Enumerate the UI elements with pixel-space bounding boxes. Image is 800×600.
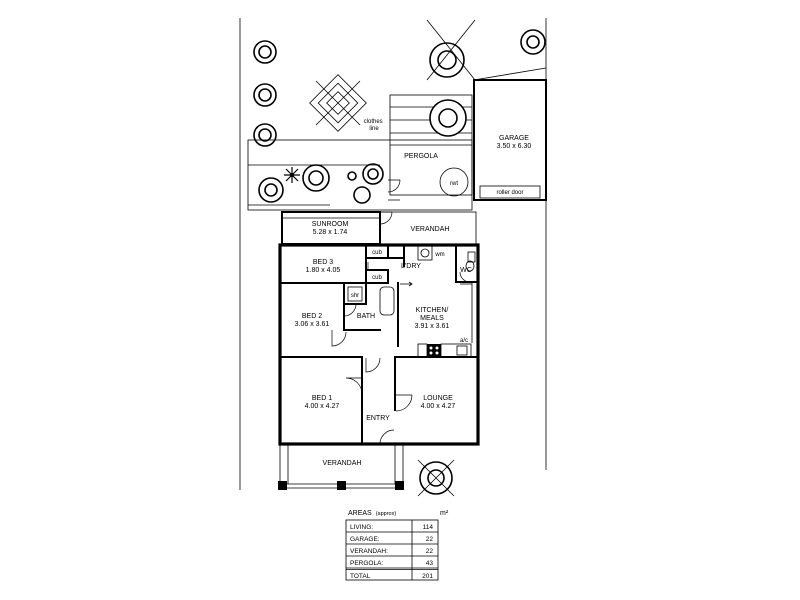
property-boundary — [239, 18, 547, 490]
garage-size: 3.50 x 6.30 — [497, 143, 532, 150]
room-labels: cub BED 3 1.80 x 4.05 L'DRY WC cub shr B… — [295, 250, 472, 422]
bed3-label: BED 3 — [313, 259, 333, 266]
verandah-post — [395, 481, 404, 490]
plant-icon — [284, 167, 300, 183]
garage-label: GARAGE — [499, 135, 529, 142]
front-verandah-label: VERANDAH — [323, 460, 362, 467]
wc-label: WC — [460, 267, 472, 274]
clothes-line-icon — [309, 74, 367, 132]
area-row-living-label: LIVING: — [350, 524, 373, 531]
doors — [331, 262, 471, 445]
kitchen-size: 3.91 x 3.61 — [415, 323, 450, 330]
kitchen-label-2: MEALS — [420, 315, 444, 322]
tree-icon — [362, 163, 384, 185]
area-row-garage-label: GARAGE: — [350, 536, 380, 543]
areas-title: AREAS (approx) — [348, 510, 396, 517]
laundry-label: L'DRY — [401, 263, 421, 270]
lounge-label: LOUNGE — [423, 395, 453, 402]
bed1-label: BED 1 — [312, 395, 332, 402]
rwt-label: rwt — [450, 181, 458, 187]
area-row-verandah-label: VERANDAH: — [350, 548, 388, 555]
tree-icon — [347, 171, 357, 181]
bath-label: BATH — [357, 313, 375, 320]
areas-title-note: (approx) — [376, 511, 397, 517]
tree-icon — [258, 177, 284, 203]
clothes-line-label-1: clothes — [364, 119, 383, 125]
washing-machine — [417, 245, 433, 261]
tree-icon — [520, 29, 546, 55]
lounge-size: 4.00 x 4.27 — [421, 403, 456, 410]
stove-icon — [427, 344, 441, 357]
bed1-size: 4.00 x 4.27 — [305, 403, 340, 410]
shr-label: shr — [351, 293, 359, 299]
cub-2-label: cub — [372, 275, 382, 281]
front-verandah: VERANDAH — [278, 444, 455, 497]
area-row-living-value: 114 — [423, 524, 434, 531]
rear-verandah: VERANDAH — [379, 211, 477, 245]
bath-icon — [379, 286, 395, 316]
rainwater-tank: rwt — [439, 167, 469, 197]
tree-icon — [253, 83, 277, 107]
sunroom-label: SUNROOM — [312, 221, 349, 228]
internal-walls — [279, 244, 479, 445]
tree-icon — [253, 40, 277, 64]
pergola: PERGOLA rwt — [247, 19, 476, 211]
area-row-pergola-value: 43 — [426, 560, 434, 567]
roller-door-label: roller door — [496, 190, 523, 196]
wm-label: wm — [434, 252, 444, 258]
entry-label: ENTRY — [366, 415, 390, 422]
area-row-pergola-label: PERGOLA: — [350, 560, 383, 567]
area-total-label: TOTAL — [350, 573, 371, 580]
area-row-verandah-value: 22 — [426, 548, 434, 555]
cub-1-label: cub — [372, 250, 382, 256]
tree-icon — [353, 186, 371, 204]
tree-icon — [302, 164, 330, 192]
kitchen-label: KITCHEN/ — [416, 307, 449, 314]
areas-title-main: AREAS — [348, 510, 372, 517]
sunroom-size: 5.28 x 1.74 — [313, 229, 348, 236]
bed2-label: BED 2 — [302, 313, 322, 320]
shower — [347, 286, 363, 302]
pergola-label: PERGOLA — [404, 153, 438, 160]
areas-table: AREAS (approx) m² LIVING: 114 GARAGE: 22… — [345, 510, 449, 581]
tree-icon — [253, 123, 277, 147]
sunroom: SUNROOM 5.28 x 1.74 — [281, 211, 393, 245]
verandah-post — [278, 481, 287, 490]
area-row-garage-value: 22 — [426, 536, 434, 543]
rear-verandah-label: VERANDAH — [411, 226, 450, 233]
tree-icon — [429, 42, 465, 78]
tree-icon — [429, 99, 467, 137]
toilet-icon — [465, 251, 476, 272]
clothes-line-label: clothes line — [364, 119, 385, 132]
ac-label: a/c — [460, 338, 468, 344]
bed3-size: 1.80 x 4.05 — [306, 267, 341, 274]
garage: GARAGE 3.50 x 6.30 roller door — [473, 29, 547, 201]
garden-trees — [248, 40, 384, 206]
bed2-size: 3.06 x 3.61 — [295, 321, 330, 328]
clothes-line-label-2: line — [369, 126, 379, 132]
areas-unit: m² — [440, 510, 449, 517]
fixtures: wm — [347, 245, 476, 358]
area-total-value: 201 — [422, 573, 433, 580]
verandah-post — [337, 481, 346, 490]
clothes-line: clothes line — [309, 74, 385, 132]
